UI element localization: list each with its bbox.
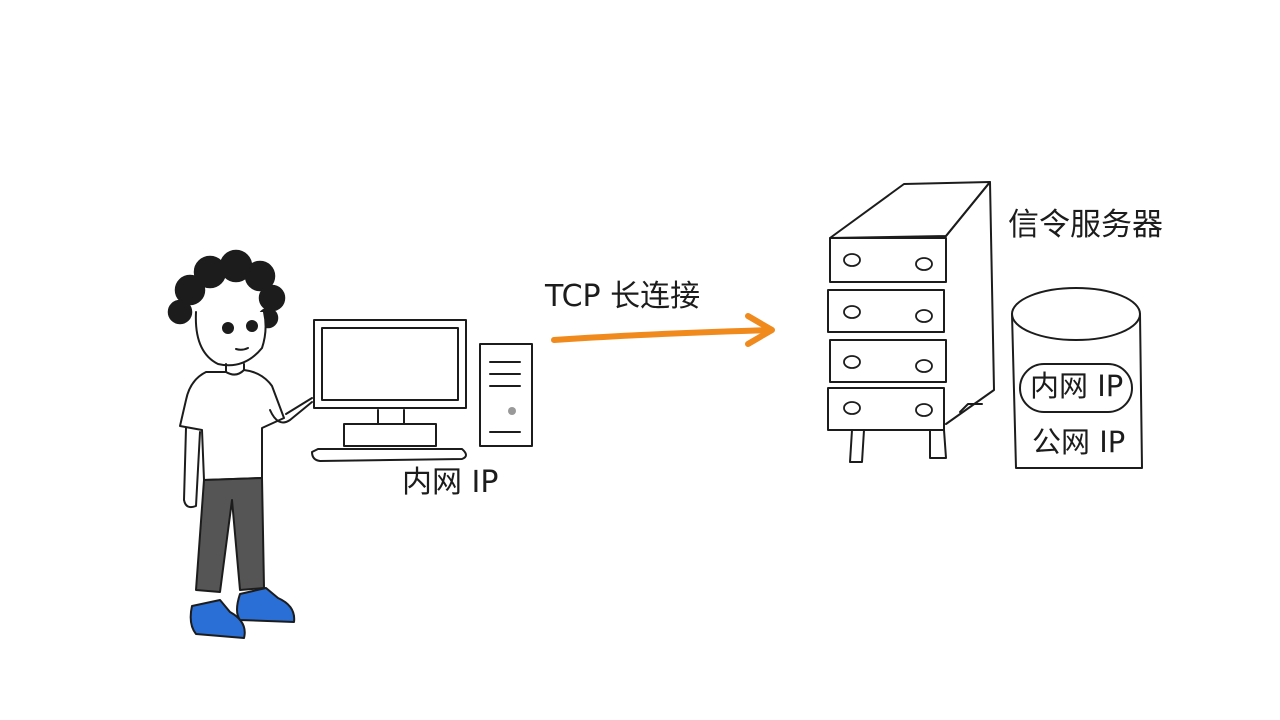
pc-tower-icon xyxy=(479,343,533,447)
connection-label: TCP 长连接 xyxy=(545,279,701,314)
database-icon xyxy=(1011,287,1143,469)
person-icon xyxy=(167,249,313,639)
db-private-ip-label: 内网 IP xyxy=(1030,369,1124,403)
server-rack-icon xyxy=(827,181,995,463)
arrow-icon xyxy=(551,313,775,347)
db-public-ip-label: 公网 IP xyxy=(1032,425,1126,459)
server-name-label: 信令服务器 xyxy=(1008,207,1163,243)
pc-ip-label: 内网 IP xyxy=(402,465,499,500)
monitor-icon xyxy=(311,319,467,462)
